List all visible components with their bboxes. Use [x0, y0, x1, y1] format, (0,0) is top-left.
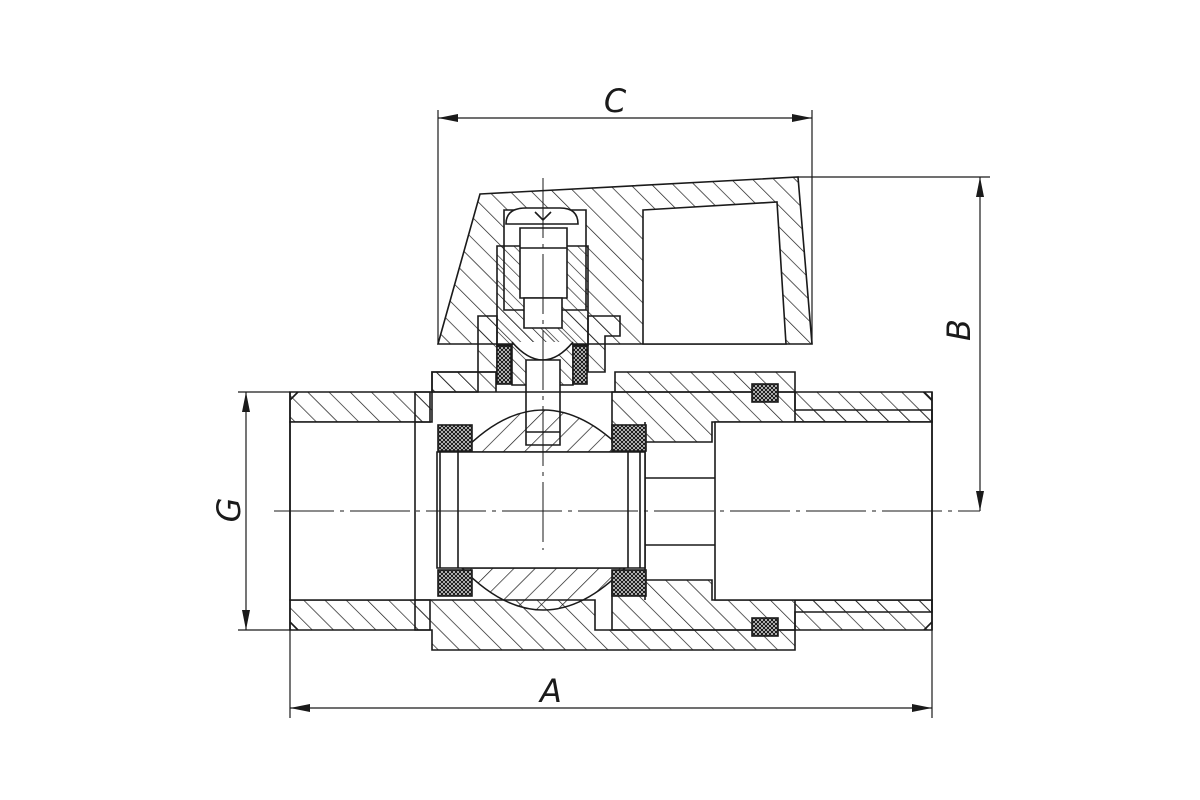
dimension-label-b: B	[940, 319, 978, 341]
center-lines	[274, 178, 980, 550]
seals	[437, 345, 779, 637]
dimension-label-g: G	[210, 498, 248, 523]
dimension-lines	[238, 110, 990, 718]
dimension-label-a: A	[538, 672, 562, 710]
dimension-label-c: C	[604, 82, 627, 120]
handle-screw	[505, 207, 579, 225]
